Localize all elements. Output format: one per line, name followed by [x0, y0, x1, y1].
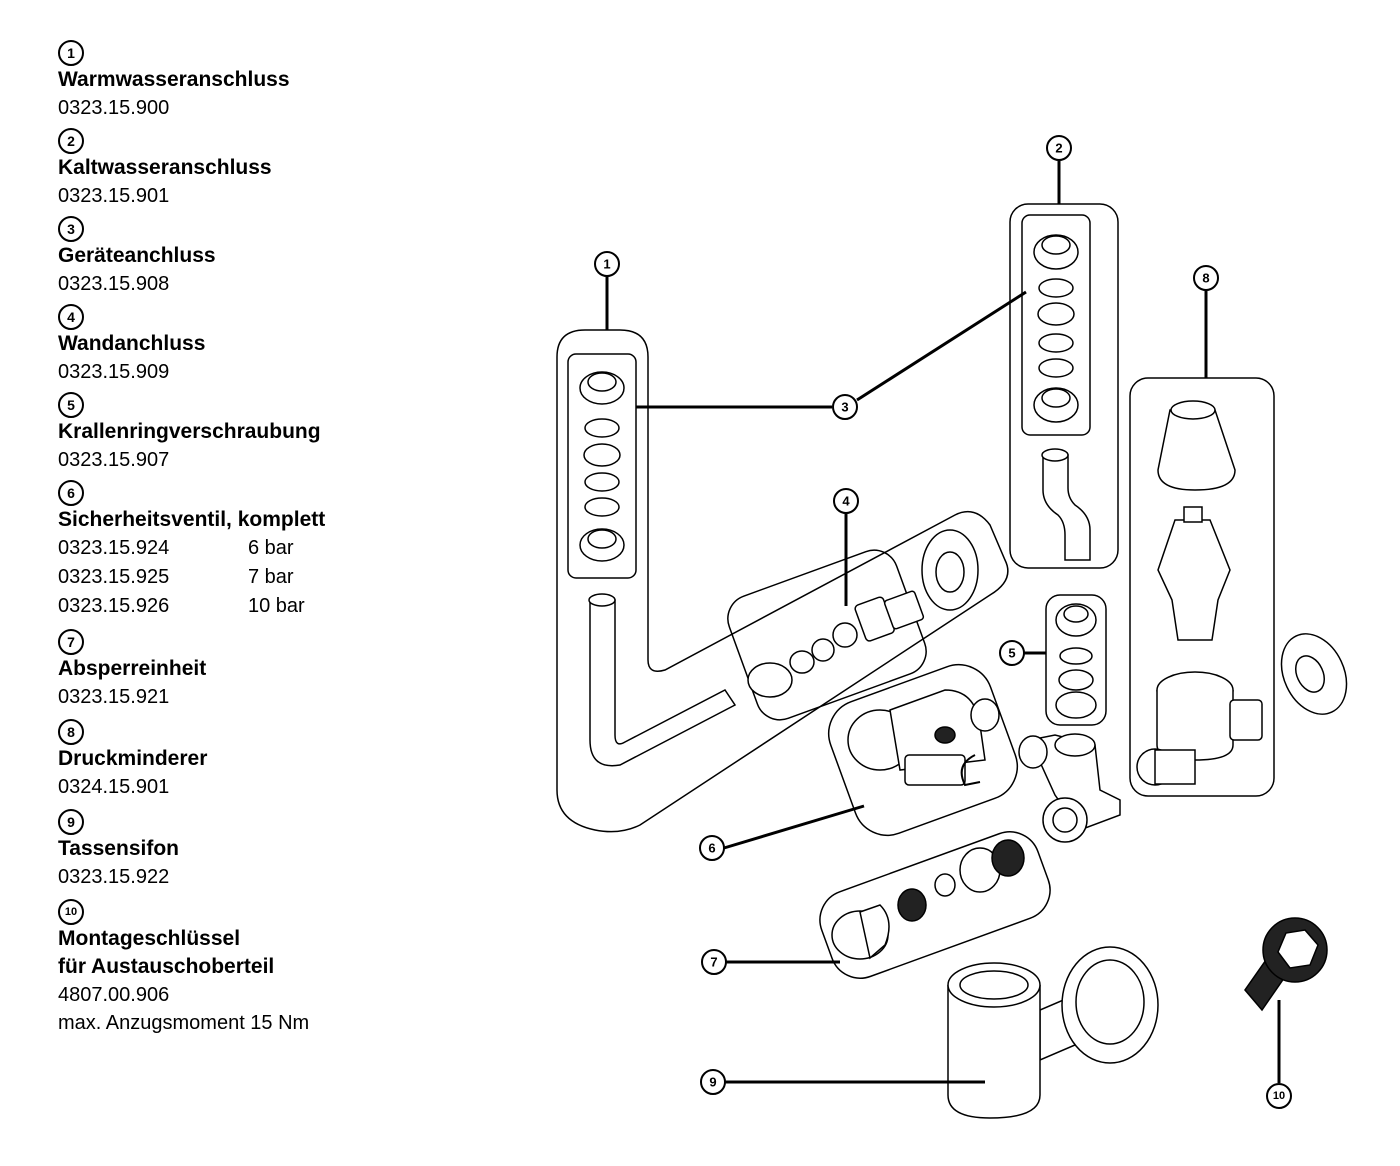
- group-5-outline: [1045, 594, 1107, 726]
- callout-6: 6: [699, 835, 725, 861]
- group-1-warmwater: [556, 329, 1009, 833]
- legend-entry-4: 4 Wandanchluss 0323.15.909: [58, 304, 478, 386]
- group-8-outline: [1129, 377, 1275, 797]
- leader-lines: [605, 160, 1281, 1084]
- fitting-stack-2: [1033, 234, 1079, 423]
- article-number: 0323.15.901: [58, 185, 170, 207]
- group-6-outline: [828, 663, 1018, 837]
- group-7-shutoff: [819, 831, 1051, 979]
- callout-8: 8: [1193, 265, 1219, 291]
- callout-label: 3: [841, 400, 848, 415]
- parts-legend: 1 Warmwasseranschluss 0323.15.900 2 Kalt…: [58, 40, 478, 1037]
- group-8-pressure-reducer: [1129, 377, 1275, 797]
- variant-row: 0323.15.924 6 bar: [58, 534, 478, 563]
- pressure-value: 6 bar: [248, 537, 294, 559]
- part-name: Sicherheitsventil, komplett: [58, 508, 326, 531]
- part-name: Absperreinheit: [58, 657, 207, 680]
- fittings-subbox: [1021, 214, 1091, 436]
- wall-connection-parts: [747, 529, 979, 698]
- number-badge: 1: [58, 40, 84, 66]
- article-number: 0323.15.921: [58, 686, 170, 708]
- tee-fitting: [1018, 733, 1121, 843]
- legend-entry-5: 5 Krallenringverschraubung 0323.15.907: [58, 392, 478, 474]
- group-10-key: [1244, 917, 1328, 1012]
- callout-label: 9: [709, 1075, 716, 1090]
- callout-2: 2: [1046, 135, 1072, 161]
- wall-connection-subbox: [727, 549, 927, 721]
- number-badge: 5: [58, 392, 84, 418]
- rosette: [1280, 633, 1348, 715]
- callout-10: 10: [1266, 1083, 1292, 1109]
- callout-1: 1: [594, 251, 620, 277]
- number-badge: 10: [58, 899, 84, 925]
- callout-9: 9: [700, 1069, 726, 1095]
- part-name: Kaltwasseranschluss: [58, 156, 272, 179]
- callout-label: 7: [710, 955, 717, 970]
- part-name: Tassensifon: [58, 837, 179, 860]
- part-name: Montageschlüssel: [58, 927, 241, 950]
- pressure-value: 10 bar: [248, 595, 305, 617]
- article-number: 0323.15.908: [58, 273, 170, 295]
- legend-entry-8: 8 Druckminderer 0324.15.901: [58, 719, 478, 801]
- part-name: Geräteanchluss: [58, 244, 216, 267]
- callout-label: 10: [1273, 1090, 1285, 1102]
- number-badge: 9: [58, 809, 84, 835]
- callout-label: 2: [1055, 141, 1062, 156]
- group-6-safety-valve: [828, 663, 1018, 837]
- group-9-siphon: [947, 946, 1159, 1119]
- article-number: 0323.15.900: [58, 97, 170, 119]
- callout-5: 5: [999, 640, 1025, 666]
- number-badge: 3: [58, 216, 84, 242]
- legend-entry-10: 10 Montageschlüssel für Austauschobertei…: [58, 899, 478, 1037]
- callout-label: 4: [842, 494, 850, 509]
- legend-entry-7: 7 Absperreinheit 0323.15.921: [58, 629, 478, 711]
- fittings-subbox: [567, 353, 637, 579]
- group-1-outline: [556, 329, 1009, 833]
- callout-label: 6: [708, 841, 715, 856]
- callout-label: 5: [1008, 646, 1015, 661]
- offset-pipe: [1042, 454, 1091, 561]
- article-number: 0323.15.909: [58, 361, 170, 383]
- group-2-outline: [1009, 203, 1119, 569]
- legend-entry-3: 3 Geräteanchluss 0323.15.908: [58, 216, 478, 298]
- part-name-line2: für Austauschoberteil: [58, 955, 275, 978]
- part-name: Druckminderer: [58, 747, 208, 770]
- number-badge: 7: [58, 629, 84, 655]
- article-number: 0323.15.925: [58, 566, 170, 588]
- torque-note: max. Anzugsmoment 15 Nm: [58, 1012, 310, 1034]
- variant-row: 0323.15.926 10 bar: [58, 592, 478, 621]
- legend-entry-6: 6 Sicherheitsventil, komplett 0323.15.92…: [58, 480, 478, 621]
- pressure-value: 7 bar: [248, 566, 294, 588]
- part-name: Wandanchluss: [58, 332, 206, 355]
- callout-7: 7: [701, 949, 727, 975]
- legend-entry-9: 9 Tassensifon 0323.15.922: [58, 809, 478, 891]
- number-badge: 2: [58, 128, 84, 154]
- article-number: 0324.15.901: [58, 776, 170, 798]
- part-name: Warmwasseranschluss: [58, 68, 290, 91]
- callout-label: 1: [603, 257, 610, 272]
- article-number: 4807.00.906: [58, 984, 170, 1006]
- variant-row: 0323.15.925 7 bar: [58, 563, 478, 592]
- part-name: Krallenringverschraubung: [58, 420, 321, 443]
- bent-pipe: [589, 599, 737, 767]
- number-badge: 6: [58, 480, 84, 506]
- article-number: 0323.15.922: [58, 866, 170, 888]
- callout-label: 8: [1202, 271, 1209, 286]
- number-badge: 8: [58, 719, 84, 745]
- legend-entry-1: 1 Warmwasseranschluss 0323.15.900: [58, 40, 478, 122]
- article-number: 0323.15.907: [58, 449, 170, 471]
- callout-3: 3: [832, 394, 858, 420]
- group-7-outline: [819, 831, 1051, 979]
- article-number: 0323.15.926: [58, 595, 170, 617]
- group-5-clawring: [1045, 594, 1107, 726]
- callout-4: 4: [833, 488, 859, 514]
- legend-entry-2: 2 Kaltwasseranschluss 0323.15.901: [58, 128, 478, 210]
- article-number: 0323.15.924: [58, 537, 170, 559]
- number-badge: 4: [58, 304, 84, 330]
- fitting-stack-1: [579, 371, 625, 562]
- group-2-coldwater: [1009, 203, 1119, 569]
